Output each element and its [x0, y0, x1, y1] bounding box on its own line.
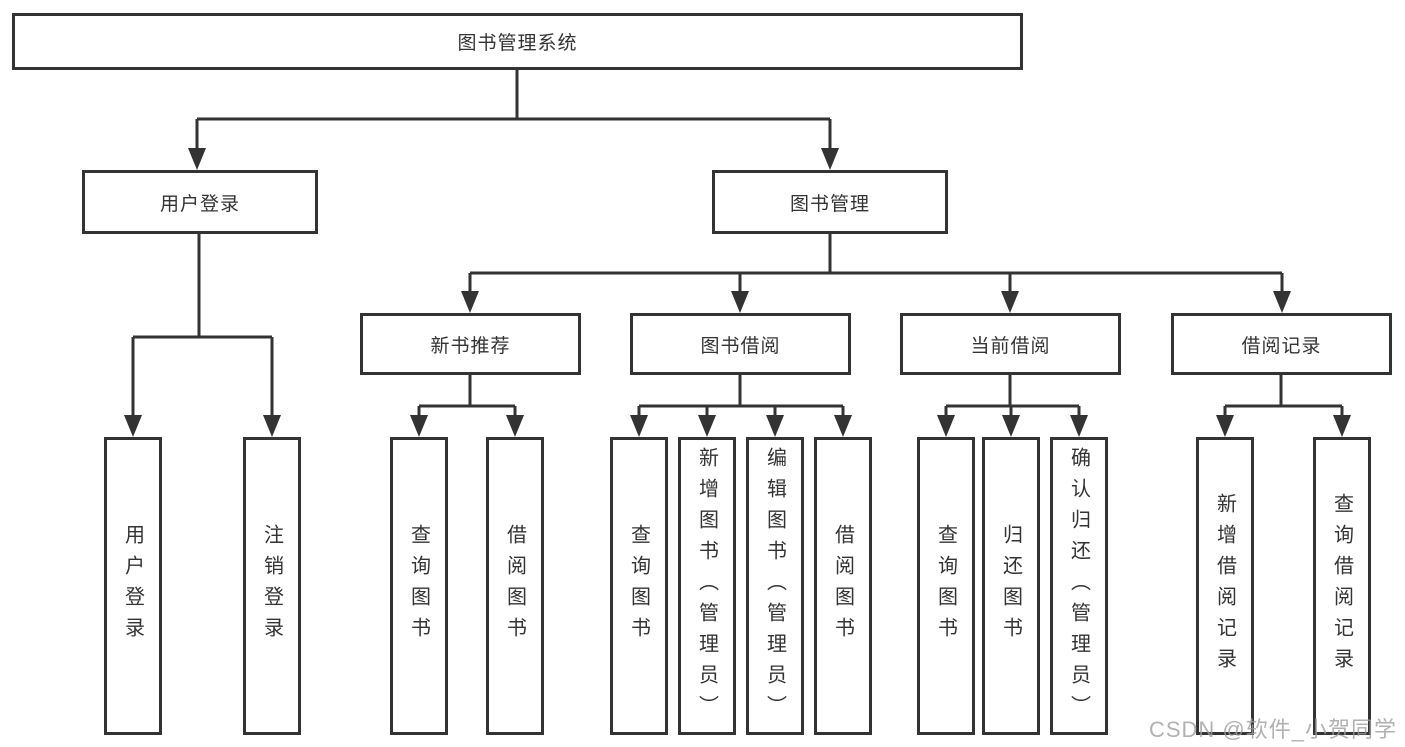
arrowhead — [937, 415, 955, 437]
arrowhead — [1001, 291, 1019, 313]
leaf-logout: 注销登录 — [243, 437, 301, 735]
node-root: 图书管理系统 — [12, 13, 1023, 70]
arrowhead — [834, 415, 852, 437]
arrowhead — [766, 415, 784, 437]
leaf-return-book: 归还图书 — [982, 437, 1040, 735]
leaf-label: 查询图书 — [407, 524, 430, 648]
leaf-add-borrow-record: 新增借阅记录 — [1196, 437, 1254, 735]
arrowhead — [124, 415, 142, 437]
node-module-current-borrow: 当前借阅 — [900, 313, 1121, 375]
leaf-confirm-return-admin: 确认归还（管理员） — [1050, 437, 1108, 735]
connector-recommend-to-leaves — [417, 374, 517, 421]
leaf-label: 查询借阅记录 — [1330, 493, 1353, 679]
leaf-label: 注销登录 — [260, 524, 283, 648]
connector-records-to-leaves — [1223, 374, 1344, 421]
arrowhead — [1002, 415, 1020, 437]
leaf-label: 编辑图书（管理员） — [763, 446, 786, 726]
leaf-label: 确认归还（管理员） — [1067, 446, 1090, 726]
leaf-label: 新增借阅记录 — [1213, 493, 1236, 679]
csdn-watermark: CSDN @软件_小贺同学 — [1148, 717, 1397, 742]
leaf-query-books-current: 查询图书 — [917, 437, 975, 735]
arrowhead — [410, 415, 428, 437]
node-user-login: 用户登录 — [82, 170, 318, 234]
leaf-query-books-borrow: 查询图书 — [610, 437, 668, 735]
arrowhead — [1333, 415, 1351, 437]
leaf-label: 查询图书 — [934, 524, 957, 648]
leaf-label: 归还图书 — [999, 524, 1022, 648]
node-module-borrow-records: 借阅记录 — [1171, 313, 1392, 375]
connector-book-to-modules — [468, 233, 1284, 295]
leaf-edit-book-admin: 编辑图书（管理员） — [746, 437, 804, 735]
leaf-label: 查询图书 — [627, 524, 650, 648]
arrowhead — [1216, 415, 1234, 437]
node-book-management: 图书管理 — [712, 170, 948, 234]
leaf-label: 借阅图书 — [503, 524, 526, 648]
leaf-query-books-recommend: 查询图书 — [390, 437, 448, 735]
arrowhead — [630, 415, 648, 437]
connector-borrow-to-leaves — [637, 374, 845, 421]
leaf-user-login: 用户登录 — [104, 437, 162, 735]
arrowhead — [698, 415, 716, 437]
arrowhead — [731, 291, 749, 313]
connector-root-to-level2 — [195, 69, 832, 152]
leaf-add-book-admin: 新增图书（管理员） — [678, 437, 736, 735]
connector-user-to-leaves — [131, 233, 274, 419]
leaf-label: 用户登录 — [121, 524, 144, 648]
arrowhead — [1070, 415, 1088, 437]
connector-current-to-leaves — [944, 374, 1081, 421]
node-module-book-borrow: 图书借阅 — [630, 313, 851, 375]
node-module-new-book-recommend: 新书推荐 — [360, 313, 581, 375]
arrowhead — [506, 415, 524, 437]
leaf-borrow-books-recommend: 借阅图书 — [486, 437, 544, 735]
leaf-label: 借阅图书 — [831, 524, 854, 648]
arrowhead — [1273, 291, 1291, 313]
arrowhead — [263, 415, 281, 437]
leaf-query-borrow-record: 查询借阅记录 — [1313, 437, 1371, 735]
leaf-borrow-books: 借阅图书 — [814, 437, 872, 735]
arrowhead — [461, 291, 479, 313]
arrowhead — [188, 148, 206, 170]
leaf-label: 新增图书（管理员） — [695, 446, 718, 726]
arrowhead — [821, 148, 839, 170]
